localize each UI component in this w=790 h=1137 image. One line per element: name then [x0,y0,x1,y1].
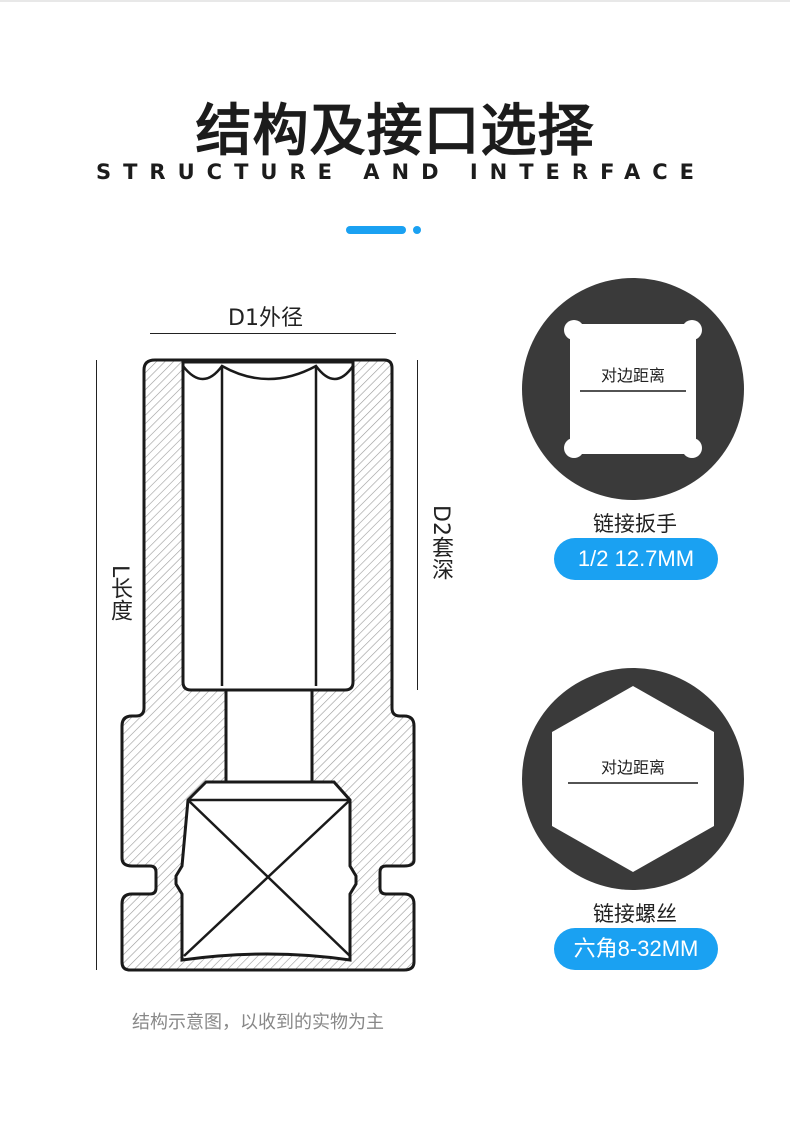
square-caption: 链接扳手 [593,512,677,536]
square-spec-badge: 1/2 12.7MM [554,538,718,580]
d1-dimension-line [150,333,396,334]
hex-spec-badge: 六角8-32MM [554,928,718,970]
top-divider [0,0,790,2]
page-title: 结构及接口选择 [195,99,595,164]
middle-channel [224,688,314,784]
cross-line-2 [183,799,351,957]
d2-dimension-line [417,360,418,690]
l-label: L长度 [107,565,132,622]
hex-inner-label: 对边距离 [600,758,665,777]
square-socket-icon: 对边距离 [522,278,744,500]
cross-line-1 [187,799,351,957]
lower-bore [174,780,358,962]
accent-dot [413,226,421,234]
accent-bar [346,226,406,234]
d1-label: D1外径 [228,306,303,331]
footnote: 结构示意图，以收到的实物为主 [132,1012,384,1033]
d2-label: D2套深 [428,505,453,580]
bore-scallops [182,364,355,381]
hex-socket-icon: 对边距离 [522,668,744,890]
l-dimension-line [96,360,97,970]
square-inner-label: 对边距离 [600,366,665,385]
upper-bore [181,360,355,692]
hex-caption: 链接螺丝 [593,902,677,926]
page-subtitle: STRUCTURE AND INTERFACE [95,160,707,184]
